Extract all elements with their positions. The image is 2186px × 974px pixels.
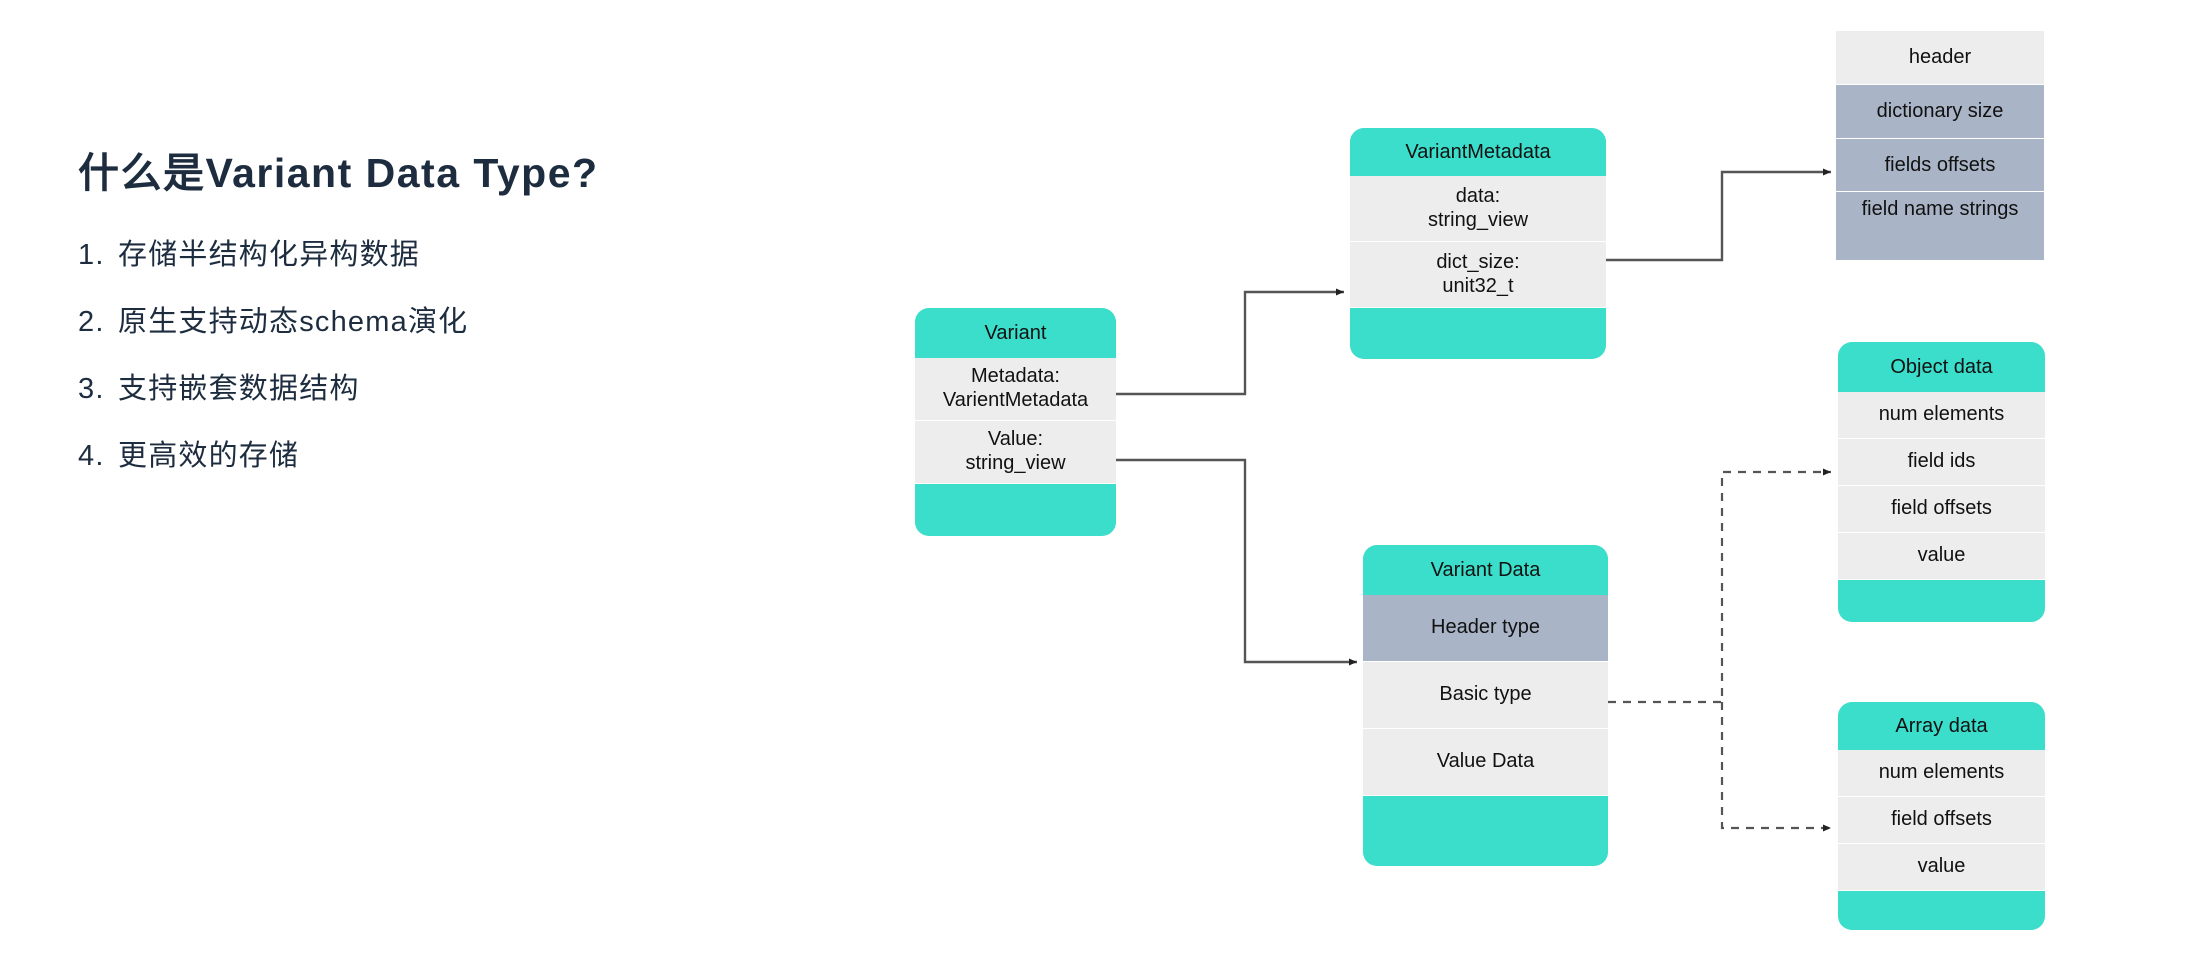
array-data-row-field-offsets[interactable]: field offsets: [1838, 797, 2045, 844]
variant-metadata-card[interactable]: VariantMetadata data: string_view dict_s…: [1350, 128, 1606, 359]
variant-data-row-value-data-label: Value Data: [1436, 750, 1535, 773]
variant-data-card-title: Variant Data: [1363, 545, 1608, 595]
metadata-layout-row-field-name-strings[interactable]: field name strings: [1836, 192, 2044, 260]
object-data-card-footer: [1838, 580, 2045, 622]
variant-data-row-value-data[interactable]: Value Data: [1363, 729, 1608, 796]
list-item: 2. 原生支持动态schema演化: [78, 308, 778, 337]
array-data-row-num-elements-label: num elements: [1878, 761, 2005, 784]
array-data-card-title: Array data: [1838, 702, 2045, 750]
metadata-layout-row-fields-offsets[interactable]: fields offsets: [1836, 139, 2044, 192]
variant-metadata-card-title: VariantMetadata: [1350, 128, 1606, 176]
array-data-card[interactable]: Array data num elements field offsets va…: [1838, 702, 2045, 930]
variant-row-metadata-line1: Metadata:: [971, 365, 1060, 388]
list-item-label: 支持嵌套数据结构: [118, 373, 360, 406]
list-item-number: 1.: [78, 239, 105, 272]
connector-basictype-to-arraydata: [1720, 702, 1831, 832]
list-item: 4. 更高效的存储: [78, 442, 778, 471]
list-item-label: 原生支持动态schema演化: [118, 306, 469, 339]
array-data-card-footer: [1838, 891, 2045, 930]
variant-card[interactable]: Variant Metadata: VarientMetadata Value:…: [915, 308, 1116, 536]
variant-metadata-card-footer: [1350, 308, 1606, 359]
variant-row-value[interactable]: Value: string_view: [915, 421, 1116, 484]
variant-card-title: Variant: [915, 308, 1116, 358]
list-item-number: 4.: [78, 440, 105, 473]
variant-metadata-row-data-line2: string_view: [1427, 208, 1529, 231]
list-item-label: 存储半结构化异构数据: [118, 239, 421, 272]
metadata-layout-card[interactable]: header dictionary size fields offsets fi…: [1836, 31, 2044, 260]
variant-row-value-line1: Value:: [987, 428, 1044, 451]
array-data-row-field-offsets-label: field offsets: [1891, 808, 1992, 831]
variant-metadata-row-data-line1: data:: [1455, 184, 1501, 207]
connector-basictype-to-objectdata: [1608, 468, 1831, 704]
variant-row-metadata-line2: VarientMetadata: [942, 389, 1089, 411]
list-item-number: 3.: [78, 373, 105, 406]
object-data-row-value-label: value: [1917, 544, 1966, 567]
metadata-layout-row-fields-offsets-label: fields offsets: [1884, 153, 1996, 176]
feature-list: 1. 存储半结构化异构数据 2. 原生支持动态schema演化 3. 支持嵌套数据结构…: [78, 241, 778, 471]
variant-metadata-row-dictsize[interactable]: dict_size: unit32_t: [1350, 242, 1606, 308]
list-item: 1. 存储半结构化异构数据: [78, 241, 778, 270]
variant-row-value-line2: string_view: [965, 452, 1066, 474]
list-item-number: 2.: [78, 306, 105, 339]
variant-card-footer: [915, 484, 1116, 536]
object-data-card-title: Object data: [1838, 342, 2045, 392]
variant-data-row-header-type-label: Header type: [1431, 616, 1540, 639]
metadata-layout-row-dictionary-size-label: dictionary size: [1876, 100, 2004, 122]
intro-panel: 什么是Variant Data Type? 1. 存储半结构化异构数据 2. 原生支…: [78, 150, 778, 509]
object-data-row-num-elements[interactable]: num elements: [1838, 392, 2045, 439]
metadata-layout-row-field-name-strings-label: field name strings: [1861, 198, 2019, 220]
array-data-row-num-elements[interactable]: num elements: [1838, 750, 2045, 797]
object-data-row-field-ids[interactable]: field ids: [1838, 439, 2045, 486]
variant-data-card-footer: [1363, 796, 1608, 866]
metadata-layout-row-header[interactable]: header: [1836, 31, 2044, 85]
object-data-row-field-offsets-label: field offsets: [1891, 497, 1992, 520]
connector-metadata-to-layout: [1606, 168, 1831, 262]
object-data-row-field-offsets[interactable]: field offsets: [1838, 486, 2045, 533]
object-data-row-value[interactable]: value: [1838, 533, 2045, 580]
variant-data-row-basic-type[interactable]: Basic type: [1363, 662, 1608, 729]
connector-variant-to-metadata: [1116, 288, 1344, 396]
list-item: 3. 支持嵌套数据结构: [78, 375, 778, 404]
object-data-row-field-ids-label: field ids: [1907, 450, 1976, 473]
variant-row-metadata[interactable]: Metadata: VarientMetadata: [915, 358, 1116, 421]
variant-data-row-header-type[interactable]: Header type: [1363, 595, 1608, 662]
array-data-row-value[interactable]: value: [1838, 844, 2045, 891]
object-data-row-num-elements-label: num elements: [1878, 403, 2005, 426]
array-data-row-value-label: value: [1917, 855, 1966, 878]
variant-data-card[interactable]: Variant Data Header type Basic type Valu…: [1363, 545, 1608, 866]
variant-data-row-basic-type-label: Basic type: [1439, 683, 1532, 706]
variant-metadata-row-dictsize-line2: unit32_t: [1442, 274, 1514, 297]
variant-metadata-row-dictsize-line1: dict_size:: [1436, 250, 1520, 273]
metadata-layout-row-header-label: header: [1908, 46, 1972, 68]
connector-variant-to-variantdata: [1116, 458, 1357, 666]
list-item-label: 更高效的存储: [118, 440, 300, 473]
object-data-card[interactable]: Object data num elements field ids field…: [1838, 342, 2045, 622]
page-title: 什么是Variant Data Type?: [78, 150, 599, 196]
variant-metadata-row-data[interactable]: data: string_view: [1350, 176, 1606, 242]
metadata-layout-row-dictionary-size[interactable]: dictionary size: [1836, 85, 2044, 139]
